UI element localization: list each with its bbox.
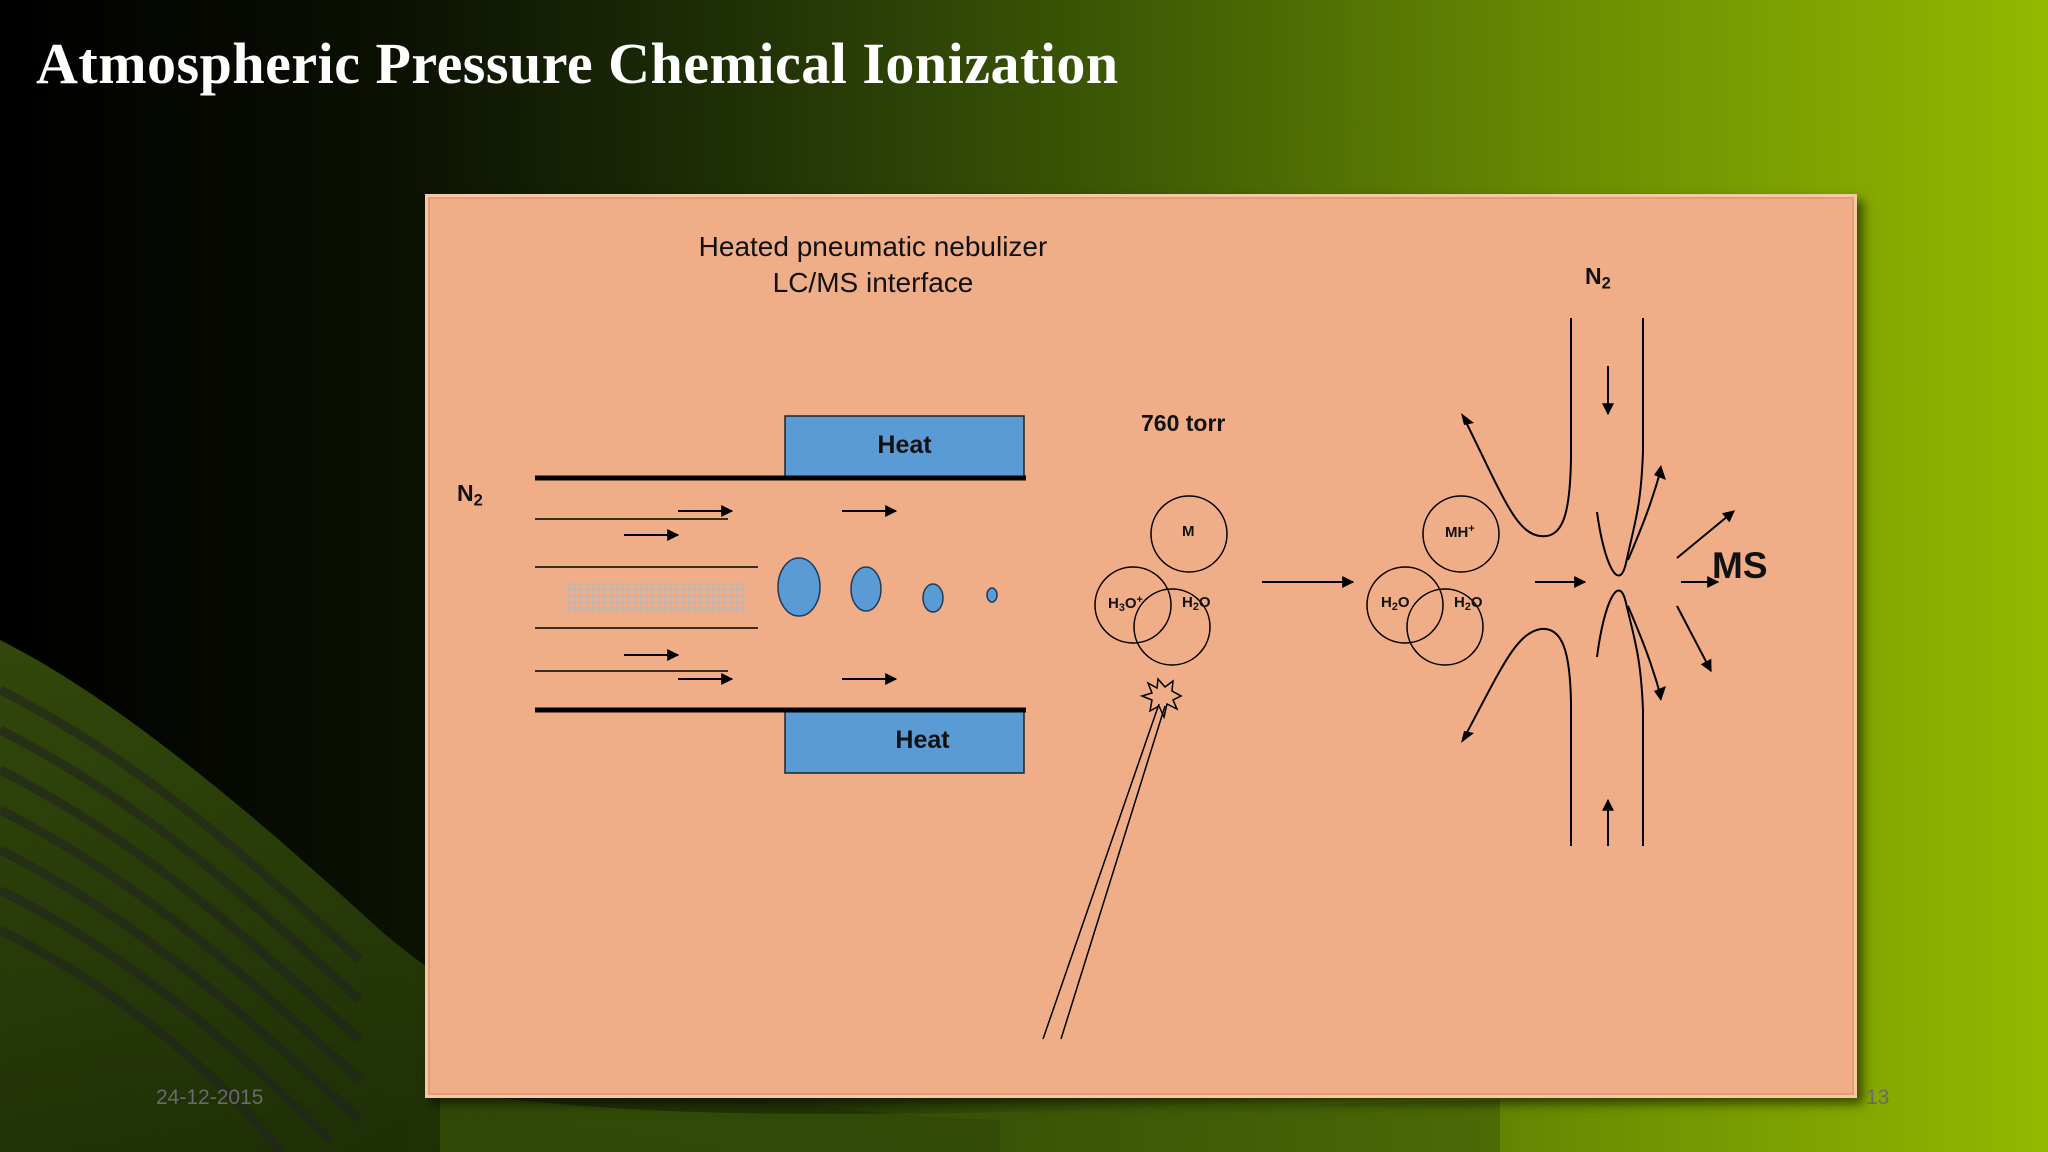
liquid-stream bbox=[566, 583, 746, 613]
hydronium-o: O bbox=[1124, 594, 1137, 612]
diagram-caption-line2: LC/MS interface bbox=[772, 267, 974, 298]
cluster-right bbox=[1366, 495, 1500, 666]
diagram-caption-line1: Heated pneumatic nebulizer bbox=[698, 231, 1048, 262]
heat-label-bottom: Heat bbox=[895, 726, 950, 754]
water-right-b-subscript: 2 bbox=[1464, 601, 1471, 614]
hydronium-h: H bbox=[1108, 594, 1119, 612]
curtain-gas-tails bbox=[1627, 468, 1662, 698]
curtain-gas-walls bbox=[1463, 318, 1644, 846]
water-label-right-b: H2O bbox=[1454, 594, 1483, 613]
water-label-right-a: H2O bbox=[1381, 594, 1410, 613]
n2-label-left: N2 bbox=[457, 480, 483, 511]
slide-title: Atmospheric Pressure Chemical Ionization bbox=[36, 31, 1119, 96]
gas-flow-lines bbox=[535, 518, 758, 672]
apci-diagram bbox=[535, 318, 1735, 1040]
flow-arrows bbox=[624, 505, 898, 685]
hydronium-subscript: 3 bbox=[1118, 601, 1125, 614]
hydronium-label: H3O+ bbox=[1108, 594, 1143, 614]
water-left-subscript: 2 bbox=[1192, 601, 1199, 614]
water-label-left: H2O bbox=[1182, 594, 1211, 613]
ms-label: MS bbox=[1712, 545, 1768, 586]
water-left-h: H bbox=[1182, 594, 1193, 611]
water-right-a-o: O bbox=[1397, 594, 1410, 611]
slide-page-number: 13 bbox=[1866, 1086, 1890, 1109]
water-left-o: O bbox=[1198, 594, 1211, 611]
droplets bbox=[777, 557, 998, 617]
apci-diagram-panel: Heated pneumatic nebulizer LC/MS interfa… bbox=[425, 194, 1857, 1098]
corona-spark bbox=[1139, 677, 1183, 720]
heater-bottom bbox=[784, 709, 1025, 774]
needle bbox=[1042, 703, 1166, 1040]
pressure-label: 760 torr bbox=[1141, 410, 1226, 436]
n2-top-text: N bbox=[1585, 263, 1602, 289]
n2-label-top: N2 bbox=[1585, 263, 1611, 294]
water-right-a-h: H bbox=[1381, 594, 1392, 611]
cluster-left bbox=[1094, 495, 1228, 666]
hydronium-charge: + bbox=[1136, 594, 1143, 606]
protonated-molecule-charge: + bbox=[1468, 523, 1475, 535]
protonated-molecule-text: MH bbox=[1445, 523, 1469, 541]
water-right-b-o: O bbox=[1470, 594, 1483, 611]
n2-left-subscript: 2 bbox=[473, 490, 483, 510]
protonated-molecule-label: MH+ bbox=[1445, 523, 1475, 541]
slide-date: 24-12-2015 bbox=[156, 1086, 264, 1109]
water-right-a-subscript: 2 bbox=[1391, 601, 1398, 614]
molecule-m-label: M bbox=[1182, 523, 1195, 540]
curtain-gas-arrowheads bbox=[1461, 413, 1666, 743]
heat-label-top: Heat bbox=[877, 431, 932, 459]
ms-arrows bbox=[1676, 510, 1735, 673]
n2-left-text: N bbox=[457, 480, 474, 506]
water-right-b-h: H bbox=[1454, 594, 1465, 611]
n2-top-subscript: 2 bbox=[1601, 273, 1611, 293]
